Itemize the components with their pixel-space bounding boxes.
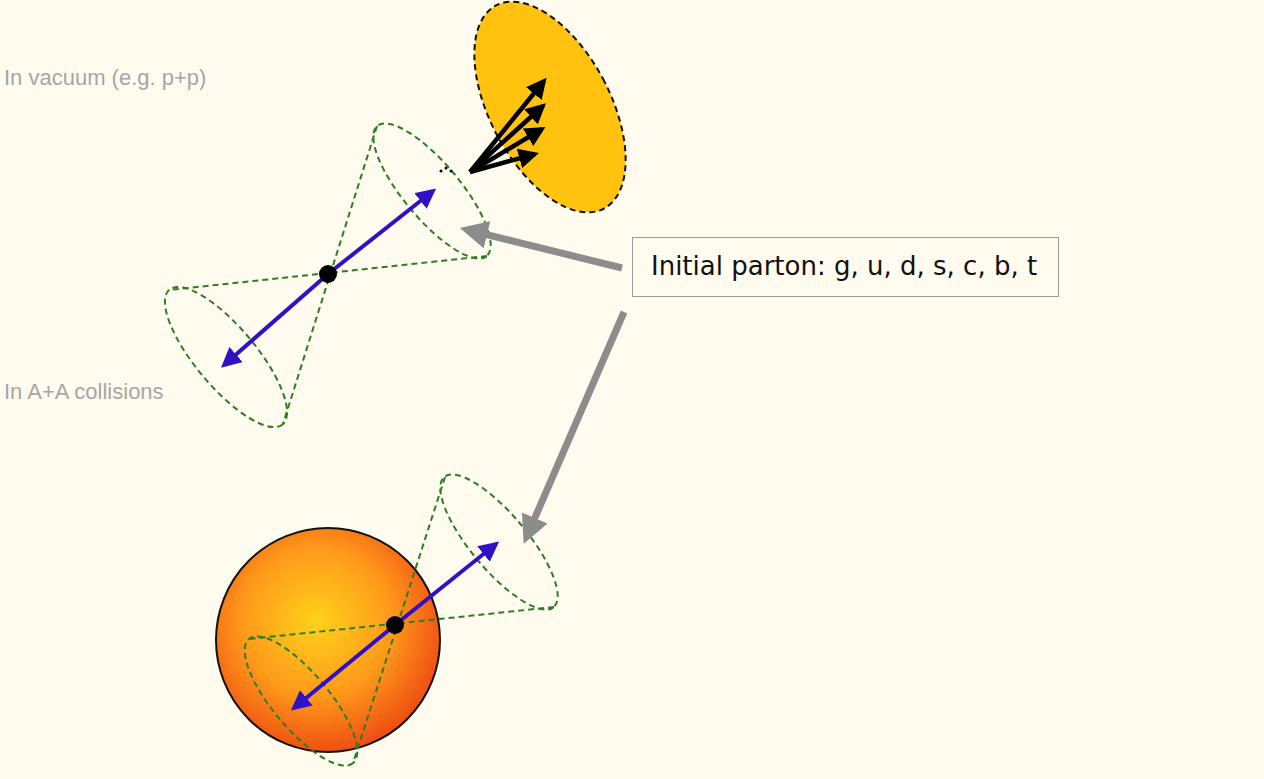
- medium-sphere: [216, 528, 440, 752]
- scenario-label: In A+A collisions: [4, 379, 164, 405]
- medium-jet: [227, 459, 575, 779]
- hadron-cloud: [443, 0, 657, 237]
- parton-box: Initial parton: g, u, d, s, c, b, t: [632, 237, 1059, 297]
- hadron-arrows: [440, 81, 545, 173]
- vacuum-jet: [146, 108, 508, 444]
- scenario-label: In vacuum (e.g. p+p): [4, 65, 206, 91]
- parton-label: Initial parton: g, u, d, s, c, b, t: [651, 251, 1040, 282]
- pointer-arrows: [468, 230, 624, 536]
